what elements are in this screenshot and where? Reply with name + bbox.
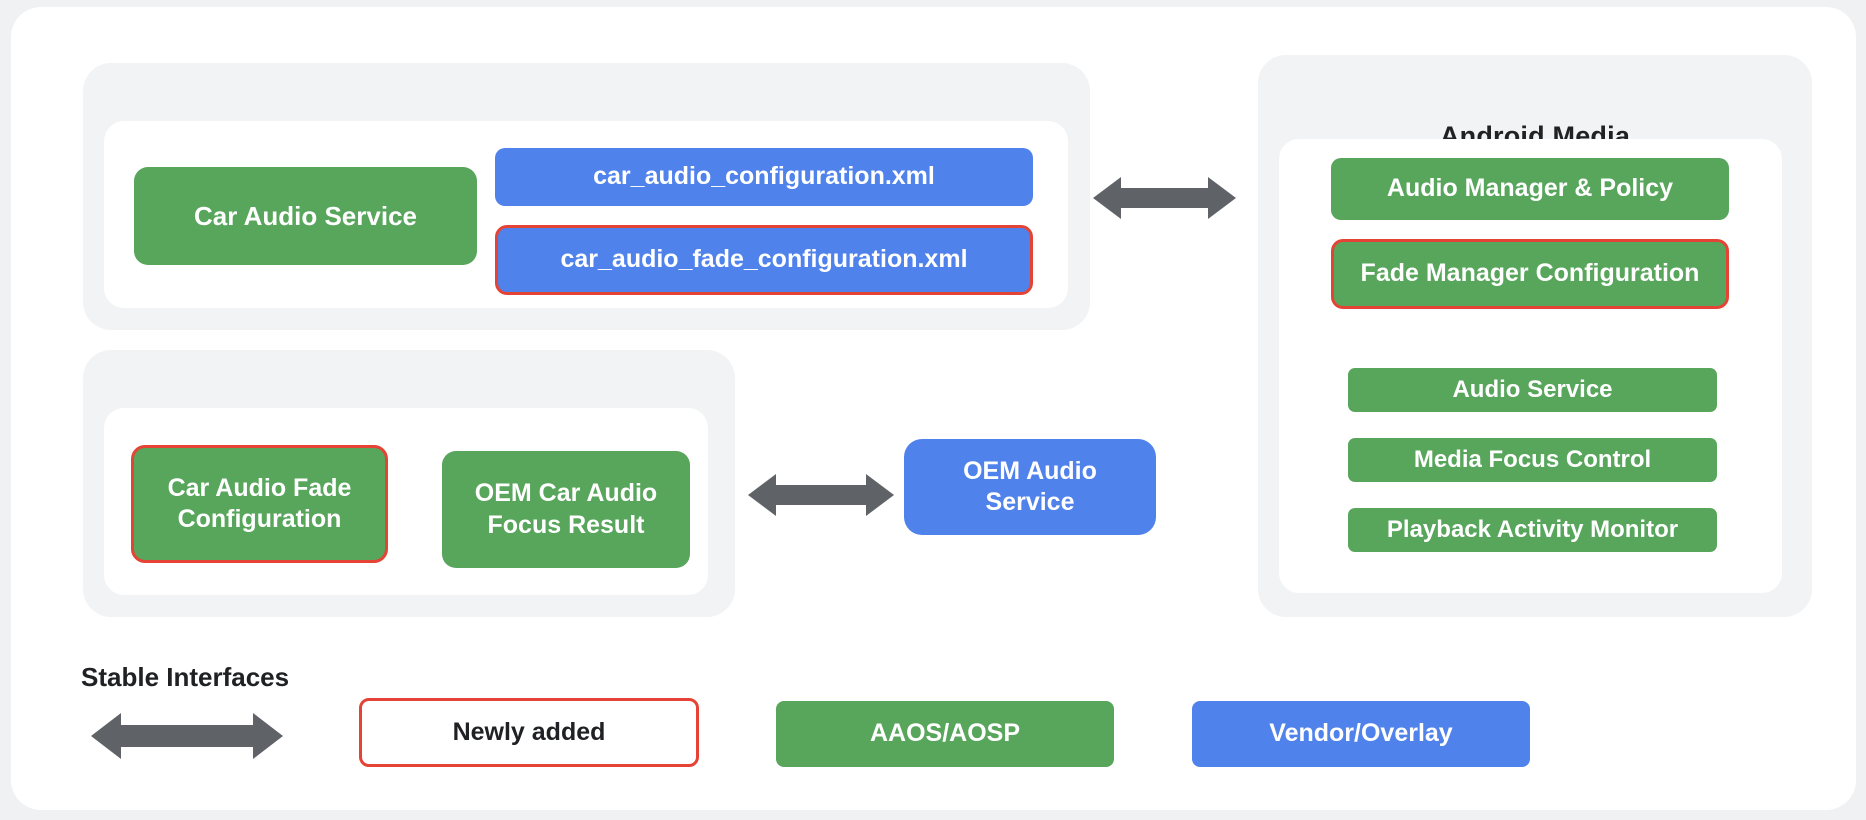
legend-stable-interfaces-arrow-icon bbox=[91, 713, 283, 759]
car-oem-focus-oem-audio-service-arrow-icon bbox=[748, 474, 894, 516]
node-fade-manager-configuration: Fade Manager Configuration bbox=[1331, 239, 1729, 309]
arrow-left-head-icon bbox=[91, 713, 121, 759]
legend-aaos-aosp: AAOS/AOSP bbox=[776, 701, 1114, 767]
arrow-left-head-icon bbox=[748, 474, 776, 516]
arrow-right-head-icon bbox=[1208, 177, 1236, 219]
node-oem-audio-service: OEM Audio Service bbox=[904, 439, 1156, 535]
arrow-left-head-icon bbox=[1093, 177, 1121, 219]
node-audio-manager-policy: Audio Manager & Policy bbox=[1331, 158, 1729, 220]
node-oem-car-audio-focus-result: OEM Car Audio Focus Result bbox=[442, 451, 690, 568]
legend-vendor-overlay: Vendor/Overlay bbox=[1192, 701, 1530, 767]
node-media-focus-control: Media Focus Control bbox=[1348, 438, 1717, 482]
legend-stable-interfaces-label: Stable Interfaces bbox=[81, 662, 290, 692]
node-car-audio-fade-configuration-xml: car_audio_fade_configuration.xml bbox=[495, 225, 1033, 295]
arrow-shaft bbox=[121, 725, 253, 747]
diagram-card: Car Service Car Audio Service car_audio_… bbox=[11, 7, 1856, 810]
node-car-audio-service: Car Audio Service bbox=[134, 167, 477, 265]
node-audio-service: Audio Service bbox=[1348, 368, 1717, 412]
node-playback-activity-monitor: Playback Activity Monitor bbox=[1348, 508, 1717, 552]
arrow-right-head-icon bbox=[253, 713, 283, 759]
arrow-shaft bbox=[776, 485, 866, 505]
legend-newly-added: Newly added bbox=[359, 698, 699, 767]
node-car-audio-configuration-xml: car_audio_configuration.xml bbox=[495, 148, 1033, 206]
car-service-android-media-arrow-icon bbox=[1093, 177, 1236, 219]
node-car-audio-fade-configuration: Car Audio Fade Configuration bbox=[131, 445, 388, 563]
arrow-right-head-icon bbox=[866, 474, 894, 516]
arrow-shaft bbox=[1121, 188, 1208, 208]
